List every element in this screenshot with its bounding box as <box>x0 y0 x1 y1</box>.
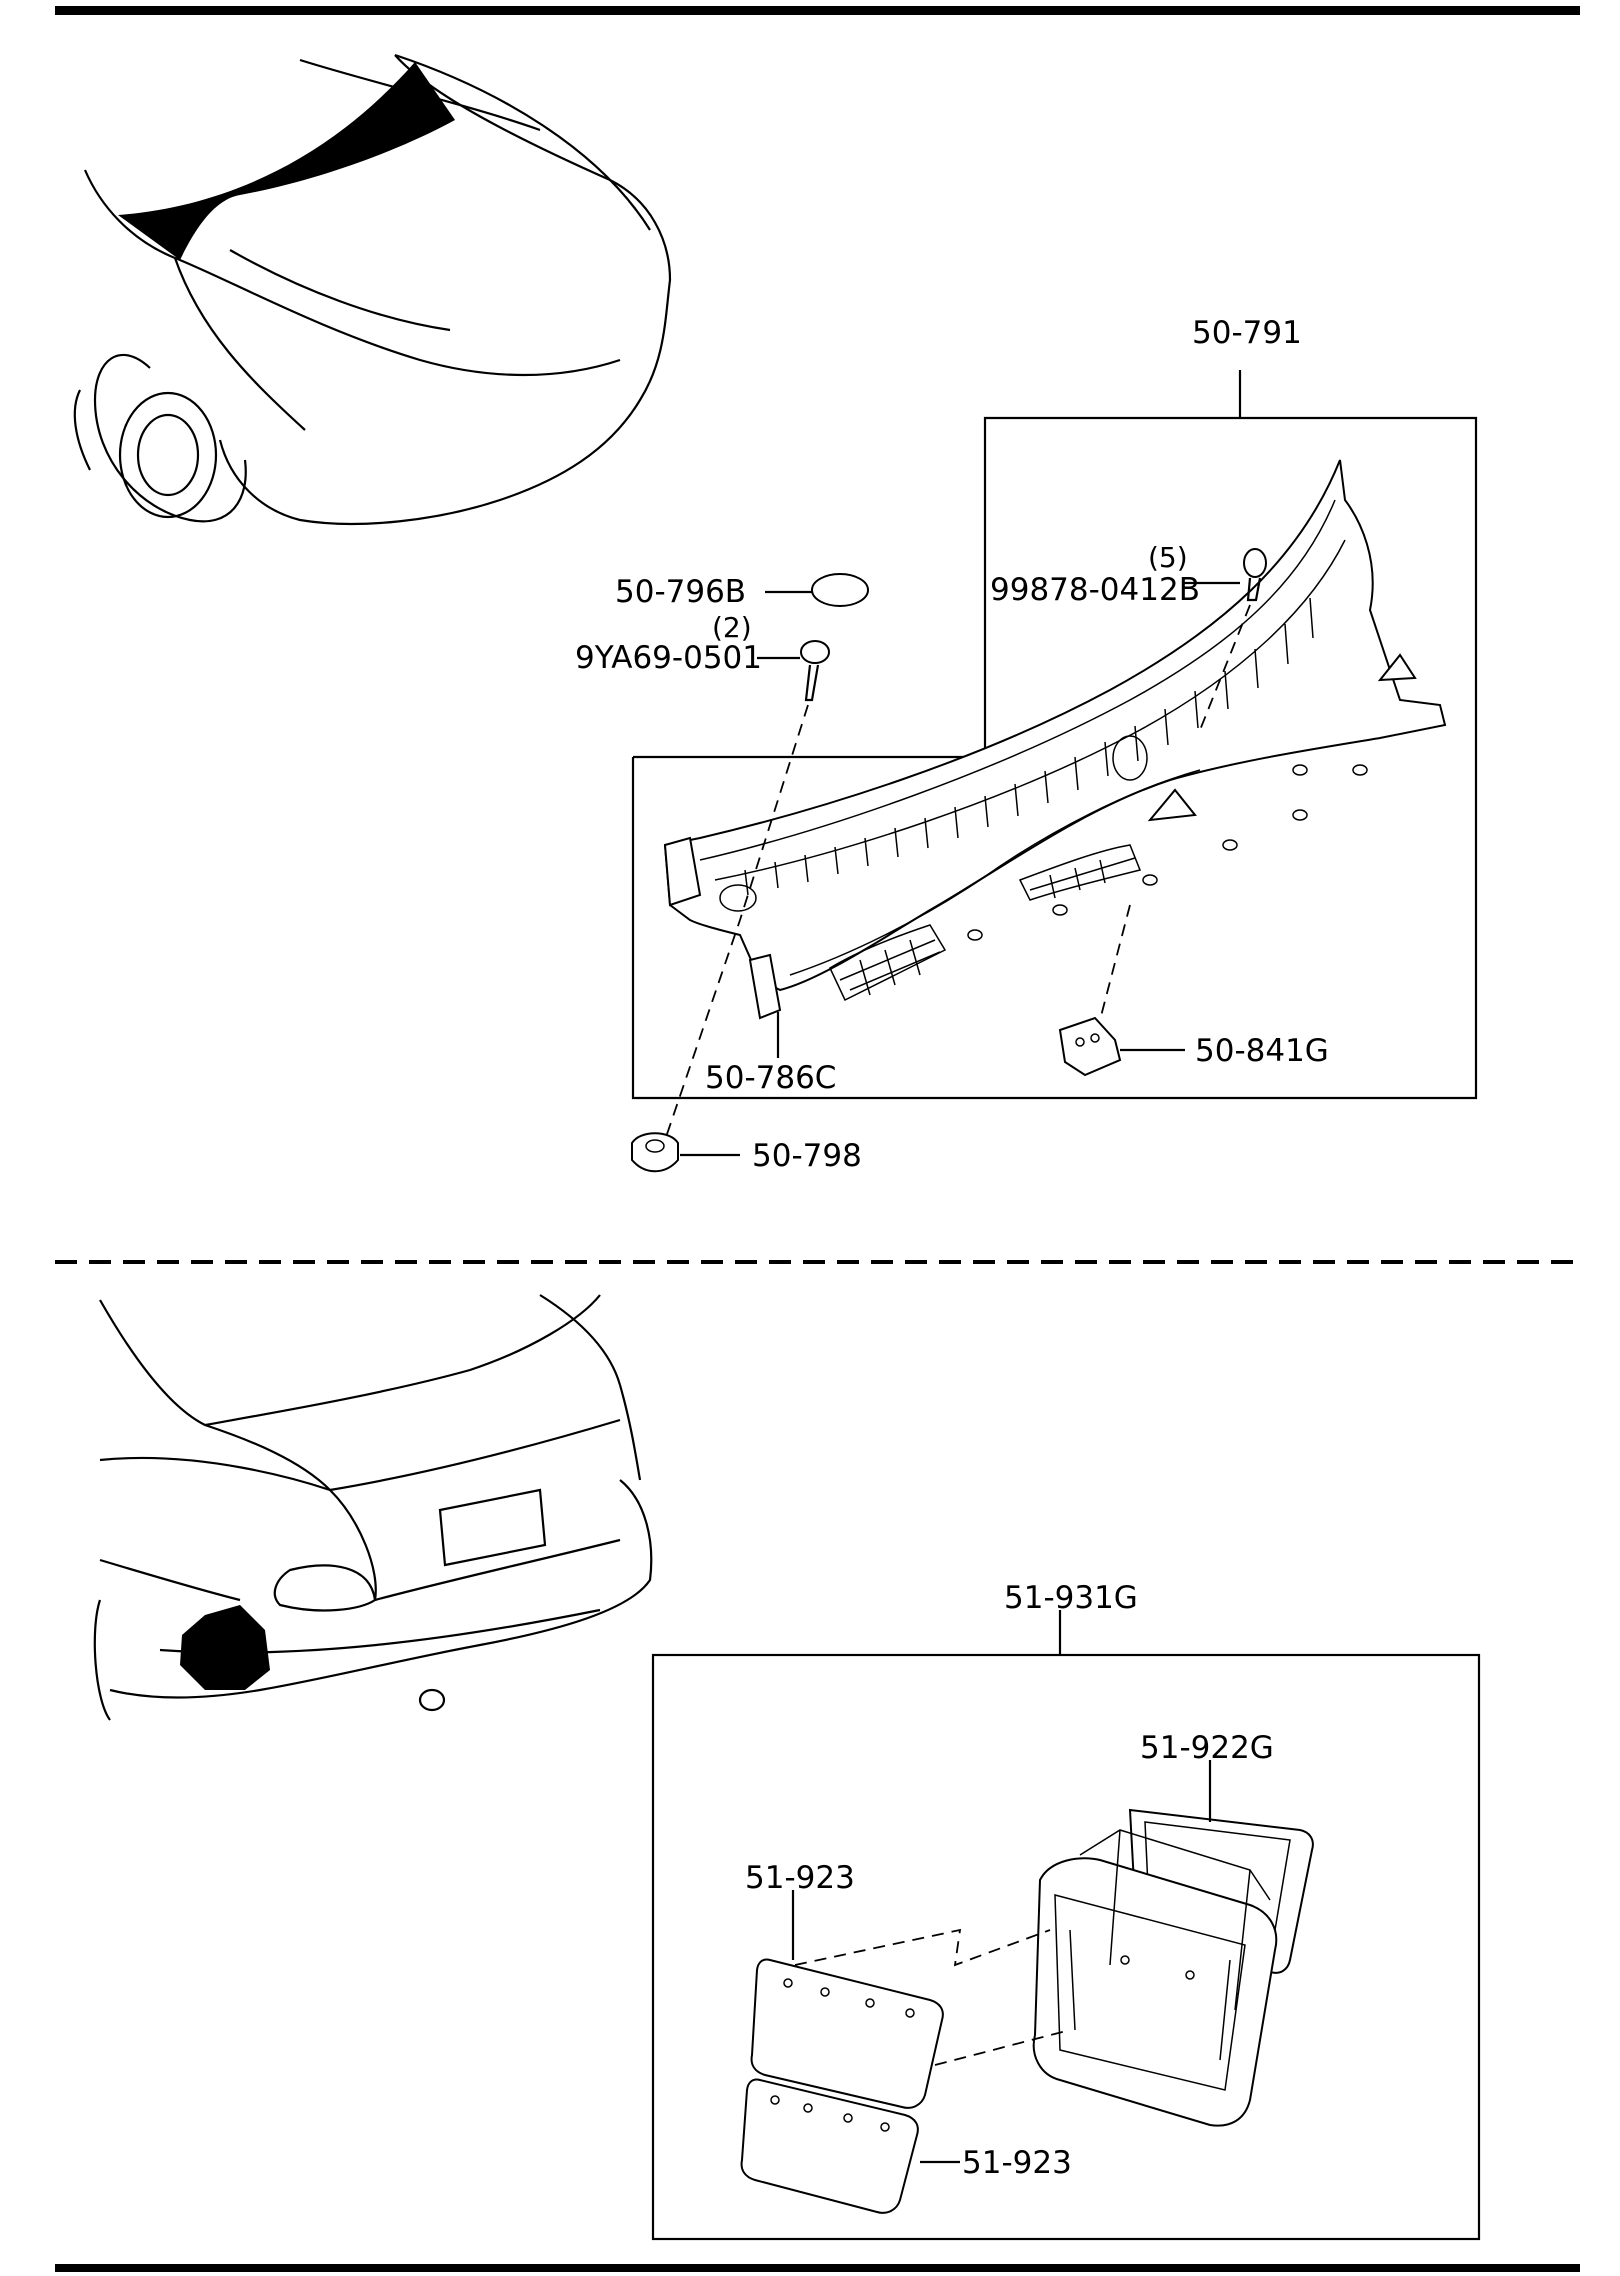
cowl-highlight <box>118 62 455 260</box>
cowl-panel-part <box>663 459 1447 1002</box>
label-9YA69-0501: 9YA69-0501 <box>575 640 762 676</box>
label-50-796B: 50-796B <box>615 574 746 610</box>
label-50-791: 50-791 <box>1192 315 1302 351</box>
part-9YA69-0501-shape <box>757 640 830 702</box>
label-51-923-upper: 51-923 <box>745 1860 855 1896</box>
label-50-841G: 50-841G <box>1195 1033 1329 1069</box>
part-50-798-shape <box>631 1132 740 1173</box>
fuel-lid-highlight <box>180 1605 270 1690</box>
qty-99878-0412B: (5) <box>1148 541 1188 574</box>
part-51-923-upper-shape <box>750 1890 944 2109</box>
bottom-border <box>55 2264 1580 2272</box>
part-50-786C-shape <box>748 953 782 1020</box>
part-50-796B-shape <box>765 573 869 607</box>
part-51-923-lower-shape <box>740 2078 960 2214</box>
front-car-illustration <box>73 53 672 526</box>
label-99878-0412B: 99878-0412B <box>990 572 1200 608</box>
label-51-923-lower: 51-923 <box>962 2145 1072 2181</box>
fuel-housing-shape <box>1032 1829 1278 2127</box>
assembly-box-51-931G <box>651 1610 1481 2241</box>
top-border <box>55 6 1580 15</box>
label-50-786C: 50-786C <box>705 1060 836 1096</box>
label-51-931G: 51-931G <box>1004 1580 1138 1616</box>
label-50-798: 50-798 <box>752 1138 862 1174</box>
rear-car-illustration <box>93 1294 653 1721</box>
part-50-841G-shape <box>1058 1016 1185 1077</box>
part-99878-0412B-shape <box>1183 548 1267 602</box>
qty-9YA69-0501: (2) <box>712 611 752 644</box>
label-51-922G: 51-922G <box>1140 1730 1274 1766</box>
